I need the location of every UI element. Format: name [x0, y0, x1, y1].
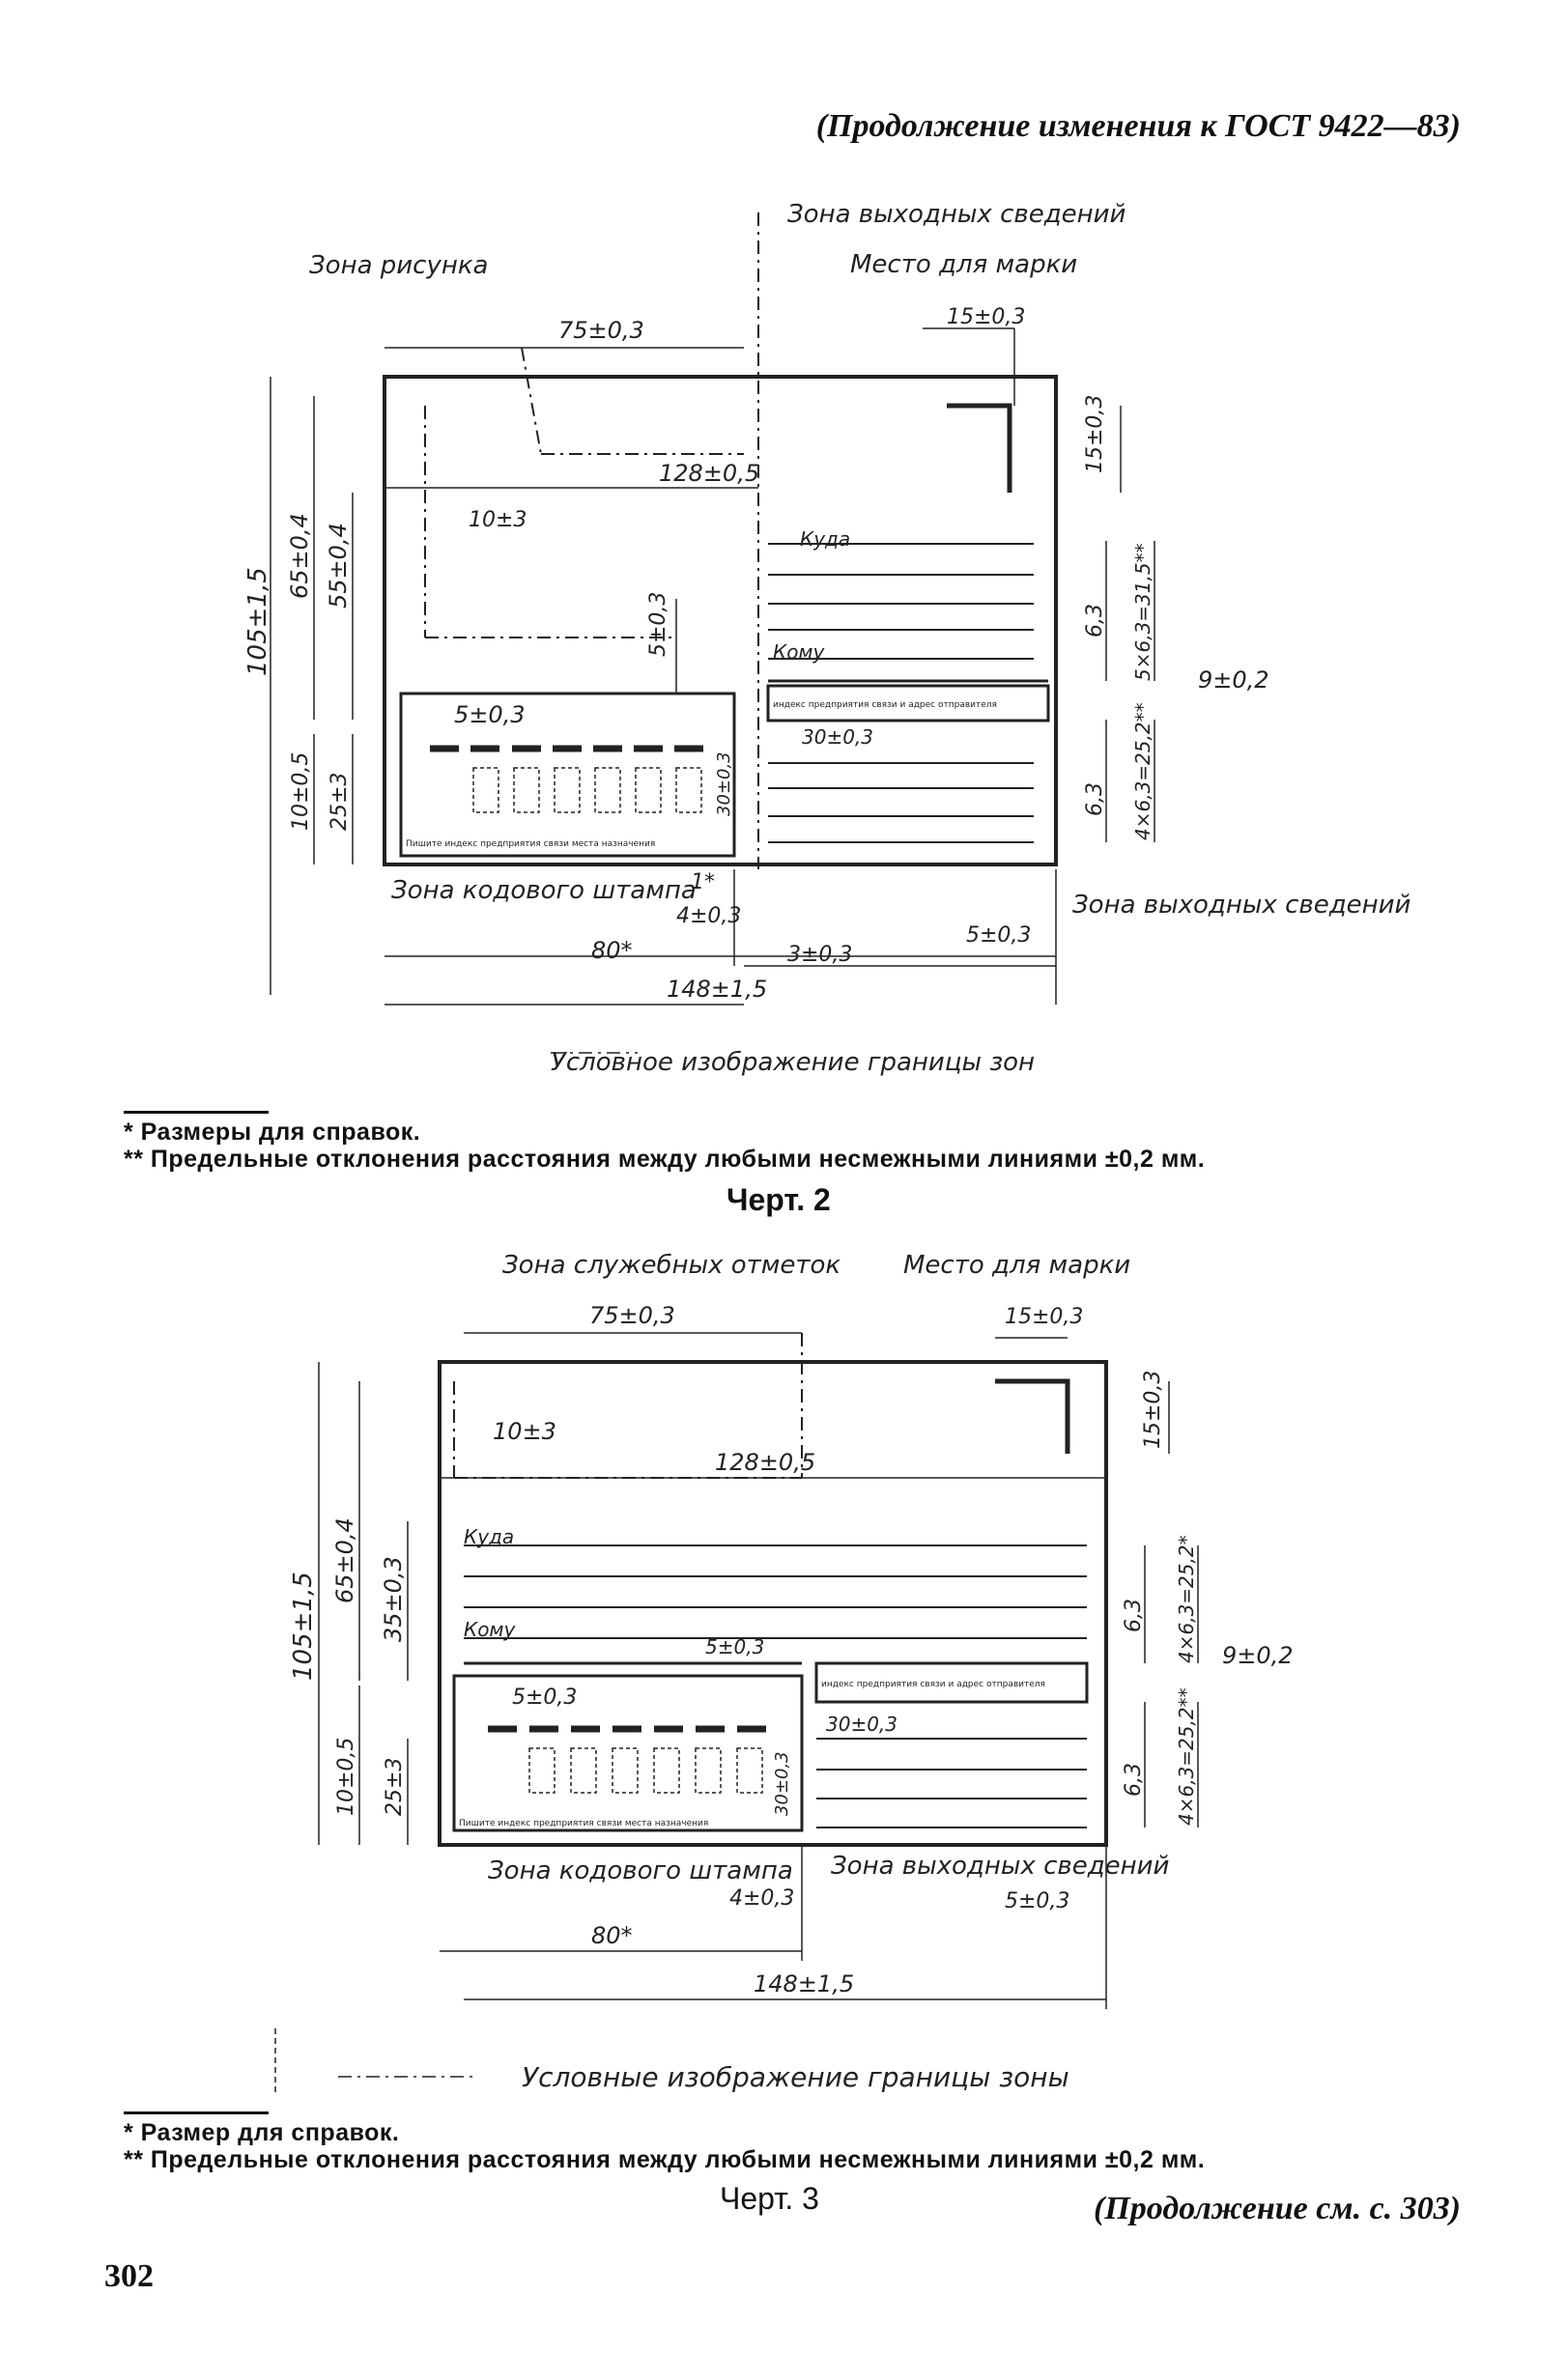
figure-2-drawing [270, 212, 1199, 2096]
dim-15a: 15±0,3 [947, 305, 1025, 329]
dim-30v: 30±0,3 [714, 751, 734, 816]
dim-128: 128±0,5 [659, 460, 759, 487]
footnote-rule-3 [124, 2111, 269, 2114]
dim-63a: 6,3 [1083, 604, 1107, 638]
index-box-text: индекс предприятия связи и адрес отправи… [773, 700, 997, 710]
page-number: 302 [104, 2258, 154, 2294]
dim-30h: 30±0,3 [802, 725, 873, 749]
stamp-caption-3: Пишите индекс предприятия связи места на… [459, 1819, 708, 1828]
dim3-80: 80* [591, 1922, 633, 1949]
label-komu: Кому [773, 640, 826, 664]
label-zone-code-stamp: Зона кодового штампа [391, 876, 697, 905]
dim-5r: 5±0,3 [966, 923, 1031, 948]
card-outline-3 [438, 1360, 1108, 1847]
dim-10b: 10±0,5 [289, 752, 313, 831]
card-outline-2 [383, 375, 1058, 866]
footnote-3-1: * Размер для справок. [124, 2119, 400, 2146]
dim-4: 4±0,3 [676, 904, 741, 928]
dim3-5a: 5±0,3 [705, 1635, 764, 1658]
caption-chert-3: Черт. 3 [720, 2181, 819, 2216]
legend-3: Условные изображение границы зоны [522, 2061, 1069, 2093]
label-zone-output-top: Зона выходных сведений [787, 200, 1125, 229]
dim3-75: 75±0,3 [589, 1302, 675, 1329]
label-stamp-place: Место для марки [850, 250, 1077, 279]
dim3-30h: 30±0,3 [826, 1713, 897, 1736]
stamp-caption-2: Пишите индекс предприятия связи места на… [406, 839, 655, 849]
label-zone-picture: Зона рисунка [309, 251, 489, 280]
dim-55: 55±0,4 [325, 523, 352, 609]
dim3-65: 65±0,4 [331, 1517, 358, 1603]
caption-chert-2: Черт. 2 [727, 1182, 831, 1217]
dim-105: 105±1,5 [243, 567, 272, 676]
footnote-2-1: * Размеры для справок. [124, 1119, 421, 1146]
dim3-15b: 15±0,3 [1141, 1371, 1165, 1449]
dim3-25: 25±3 [383, 1758, 407, 1816]
dim-9: 9±0,2 [1198, 666, 1269, 694]
dim3-15a: 15±0,3 [1005, 1305, 1083, 1329]
index-box-text-3: индекс предприятия связи и адрес отправи… [821, 1680, 1045, 1689]
label-stamp-place-3: Место для марки [903, 1251, 1130, 1280]
label-komu-3: Кому [464, 1618, 517, 1641]
dim-5h: 5±0,3 [454, 701, 526, 728]
dim3-105: 105±1,5 [289, 1572, 318, 1681]
dim-3: 3±0,3 [787, 943, 852, 967]
dim3-4x63a: 4×6,3=25,2* [1175, 1535, 1198, 1663]
legend-2: Условное изображение границы зон [551, 1048, 1035, 1077]
dim3-4: 4±0,3 [729, 1886, 794, 1911]
footer-continuation: (Продолжение см. с. 303) [1094, 2191, 1461, 2226]
dim3-63b: 6,3 [1122, 1763, 1146, 1797]
dim3-5b: 5±0,3 [512, 1686, 577, 1710]
label-kuda: Куда [800, 527, 850, 551]
footnote-3-2: ** Предельные отклонения расстояния межд… [124, 2146, 1206, 2173]
dim3-63a: 6,3 [1122, 1599, 1146, 1632]
dim-1: 1* [691, 870, 715, 894]
label-zone-code-stamp-3: Зона кодового штампа [488, 1856, 793, 1885]
dim-15b: 15±0,3 [1083, 395, 1107, 473]
dim3-5r: 5±0,3 [1005, 1889, 1069, 1913]
label-zone-service: Зона служебных отметок [502, 1251, 840, 1280]
dim-65: 65±0,4 [286, 513, 313, 599]
footnote-rule-2 [124, 1111, 269, 1114]
dim3-128: 128±0,5 [715, 1449, 815, 1476]
label-zone-output-right: Зона выходных сведений [1072, 891, 1410, 920]
dim3-10b: 10±0,5 [334, 1738, 358, 1816]
dim3-148: 148±1,5 [754, 1970, 854, 1998]
dim-75: 75±0,3 [558, 317, 644, 344]
dim-63b: 6,3 [1083, 782, 1107, 816]
dim-25: 25±3 [328, 773, 352, 831]
dim-5x63: 5×6,3=31,5** [1131, 543, 1154, 681]
dim3-30v: 30±0,3 [772, 1751, 792, 1816]
dim3-35: 35±0,3 [380, 1556, 407, 1642]
label-zone-output-3: Зона выходных сведений [831, 1852, 1169, 1881]
dim-4x63: 4×6,3=25,2** [1131, 702, 1154, 840]
dim3-4x63b: 4×6,3=25,2** [1175, 1687, 1198, 1826]
footnote-2-2: ** Предельные отклонения расстояния межд… [124, 1146, 1206, 1173]
header-continuation: (Продолжение изменения к ГОСТ 9422—83) [815, 108, 1461, 144]
dim-5v: 5±0,3 [646, 592, 670, 657]
label-kuda-3: Куда [464, 1525, 514, 1548]
dim3-10: 10±3 [493, 1418, 556, 1445]
dim-10: 10±3 [469, 508, 527, 532]
dim-148: 148±1,5 [667, 976, 767, 1003]
dim3-9: 9±0,2 [1222, 1642, 1294, 1669]
dim-80: 80* [591, 937, 633, 964]
